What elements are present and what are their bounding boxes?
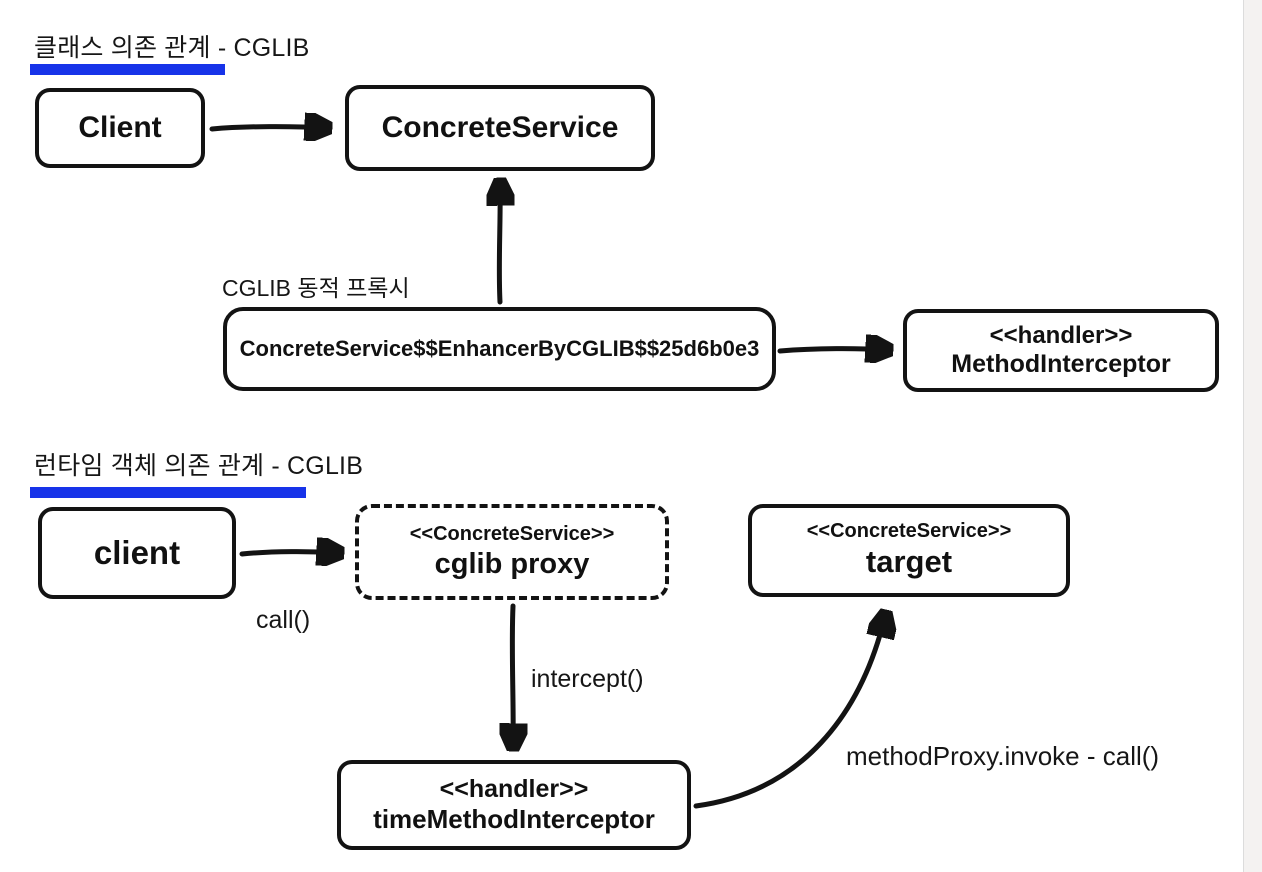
class-title-underline [30, 64, 225, 75]
client-class-label: Client [78, 111, 162, 145]
arrow-client-to-concreteservice [209, 127, 330, 129]
page-edge-band [1243, 0, 1262, 872]
method-interceptor-node: <<handler>> MethodInterceptor [903, 309, 1219, 392]
cglib-dynamic-proxy-caption: CGLIB 동적 프록시 [222, 275, 410, 301]
client-object-label: client [93, 533, 181, 571]
class-diagram-title: 클래스 의존 관계 - CGLIB [34, 34, 310, 62]
enhancer-proxy-label: ConcreteService$$EnhancerByCGLIB$$25d6b0… [239, 336, 760, 362]
arrow-timemethodinterceptor-to-target [693, 612, 886, 809]
cglib-proxy-label: cglib proxy [434, 547, 590, 580]
concrete-service-node: ConcreteService [345, 85, 655, 171]
runtime-diagram-title: 런타임 객체 의존 관계 - CGLIB [34, 452, 364, 480]
time-method-interceptor-stereotype: <<handler>> [439, 774, 589, 803]
time-method-interceptor-node: <<handler>> timeMethodInterceptor [337, 760, 691, 850]
arrow-cglibproxy-to-timemethodinterceptor [512, 603, 513, 749]
client-class-node: Client [35, 88, 205, 168]
call-edge-label: call() [256, 606, 311, 634]
method-interceptor-stereotype: <<handler>> [989, 321, 1133, 349]
target-label: target [865, 544, 953, 579]
target-stereotype: <<ConcreteService>> [806, 520, 1012, 543]
cglib-proxy-stereotype: <<ConcreteService>> [409, 523, 615, 546]
concrete-service-label: ConcreteService [381, 111, 619, 145]
client-object-node: client [38, 507, 236, 599]
method-interceptor-label: MethodInterceptor [951, 349, 1171, 378]
intercept-edge-label: intercept() [531, 665, 644, 693]
cglib-proxy-node: <<ConcreteService>> cglib proxy [355, 504, 669, 600]
time-method-interceptor-label: timeMethodInterceptor [373, 804, 655, 835]
runtime-title-underline [30, 487, 306, 498]
arrow-enhancer-to-methodinterceptor [777, 349, 891, 351]
target-node: <<ConcreteService>> target [748, 504, 1070, 597]
arrow-client-to-cglibproxy [239, 552, 342, 554]
enhancer-proxy-node: ConcreteService$$EnhancerByCGLIB$$25d6b0… [223, 307, 776, 391]
arrow-enhancer-to-concreteservice [499, 180, 500, 305]
methodproxy-invoke-edge-label: methodProxy.invoke - call() [846, 741, 1160, 771]
